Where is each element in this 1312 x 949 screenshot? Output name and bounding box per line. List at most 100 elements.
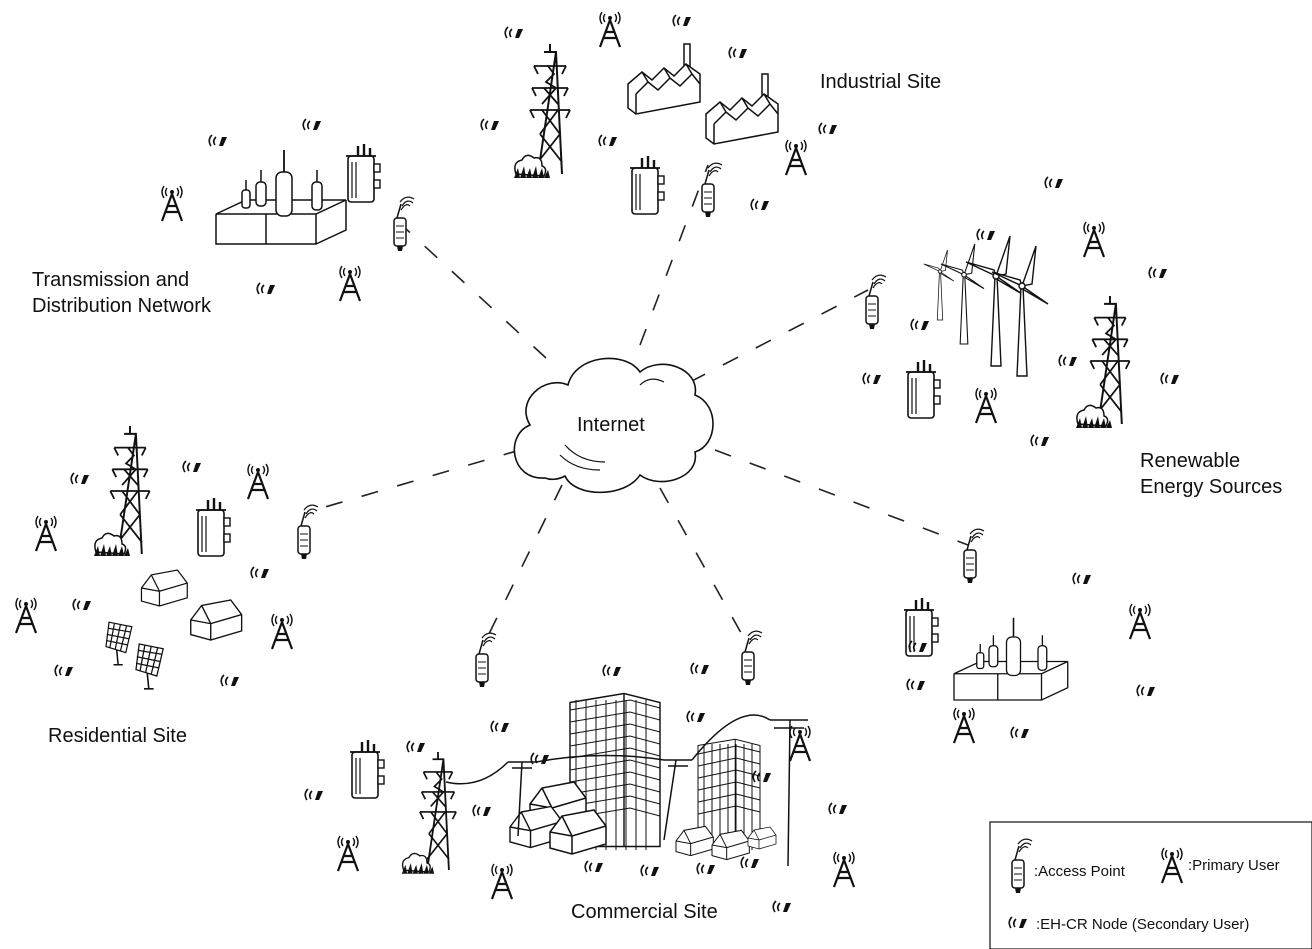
eh-cr-node-icon	[54, 664, 74, 677]
eh-cr-node-icon	[640, 864, 660, 877]
transmission-tower-icon	[529, 43, 571, 175]
eh-cr-node-icon	[598, 134, 618, 147]
eh-cr-node-icon	[490, 720, 510, 733]
house-icon	[140, 569, 188, 607]
eh-cr-node-icon	[1160, 372, 1180, 385]
primary-user-icon	[832, 850, 856, 889]
link-commercial-right	[659, 487, 746, 641]
eh-cr-node-icon	[818, 122, 838, 135]
access-point-icon	[741, 630, 763, 686]
industrial-site-label: Industrial Site	[820, 71, 941, 93]
eh-cr-node-icon	[220, 674, 240, 687]
wind-turbine-icon	[923, 249, 955, 321]
transmission-tower-icon	[109, 425, 151, 555]
factory-icon	[627, 43, 701, 115]
primary-user-icon	[788, 724, 812, 763]
access-point-icon	[963, 528, 985, 584]
renewable-label-line2: Energy Sources	[1140, 476, 1282, 498]
transformer-icon	[194, 496, 232, 558]
eh-cr-node-icon	[504, 26, 524, 39]
internet-label: Internet	[577, 414, 645, 436]
residential-site	[14, 425, 319, 690]
connection-lines	[307, 164, 969, 641]
transformer-icon	[904, 358, 942, 420]
bush-icon	[93, 532, 131, 557]
eh-cr-node-icon	[686, 710, 706, 723]
eh-cr-node-icon	[208, 134, 228, 147]
eh-cr-node-icon	[1030, 434, 1050, 447]
eh-cr-node-icon	[696, 862, 716, 875]
transformer-icon	[344, 142, 382, 204]
eh-cr-node-icon	[256, 282, 276, 295]
eh-cr-node-icon	[250, 566, 270, 579]
eh-cr-node-icon	[70, 472, 90, 485]
legend: :Access Point :Primary User :EH-CR Node …	[989, 821, 1312, 949]
primary-user-icon	[490, 862, 514, 901]
commercial-site	[304, 630, 856, 913]
primary-user-icon	[974, 386, 998, 425]
access-point-icon	[475, 632, 497, 688]
eh-cr-node-icon	[1044, 176, 1064, 189]
access-point-icon	[393, 196, 415, 252]
link-industrial	[639, 164, 709, 346]
eh-cr-node-icon	[1148, 266, 1168, 279]
office-windows	[697, 744, 761, 850]
primary-user-icon	[1128, 602, 1152, 641]
link-substation	[714, 449, 969, 546]
eh-cr-node-icon	[1058, 354, 1078, 367]
residential-site-label: Residential Site	[48, 725, 187, 747]
eh-cr-node-icon	[72, 598, 92, 611]
eh-cr-node-icon	[182, 460, 202, 473]
transformer-icon	[628, 154, 666, 216]
transmission-tower-icon	[1089, 295, 1131, 425]
eh-cr-node-icon	[406, 740, 426, 753]
utility-pole-icon	[445, 714, 808, 867]
wind-turbine-icon	[965, 235, 1023, 367]
renewable-label-line1: Renewable	[1140, 450, 1240, 472]
eh-cr-node-icon	[906, 678, 926, 691]
wind-turbine-icon	[940, 243, 985, 345]
legend-primary-user: :Primary User	[1188, 857, 1280, 874]
access-point-icon	[297, 504, 319, 560]
eh-cr-node-icon	[304, 788, 324, 801]
primary-user-icon	[270, 612, 294, 651]
renewable-site	[862, 176, 1180, 447]
eh-cr-node-icon	[602, 664, 622, 677]
link-transmission	[404, 227, 547, 359]
primary-user-icon	[160, 184, 184, 223]
eh-cr-node-icon	[480, 118, 500, 131]
solar-panel-icon	[105, 621, 133, 666]
legend-box	[989, 821, 1312, 949]
house-icon	[190, 599, 243, 641]
legend-eh-cr-node: :EH-CR Node (Secondary User)	[1036, 916, 1249, 933]
eh-cr-node-icon	[1136, 684, 1156, 697]
substation-site	[902, 528, 1156, 745]
eh-cr-node-icon	[472, 804, 492, 817]
access-point-icon	[865, 274, 887, 330]
transmission-site	[160, 118, 415, 303]
eh-cr-node-icon	[862, 372, 882, 385]
eh-cr-node-icon	[690, 662, 710, 675]
eh-cr-node-icon	[750, 198, 770, 211]
link-commercial-left	[485, 484, 563, 641]
transmission-label-line2: Distribution Network	[32, 295, 212, 317]
house-icon	[675, 825, 714, 857]
commercial-site-label: Commercial Site	[571, 901, 718, 923]
primary-user-icon	[14, 596, 38, 635]
primary-user-icon	[598, 10, 622, 49]
transformer-icon	[348, 738, 386, 800]
transmission-tower-icon	[418, 751, 458, 871]
bush-icon	[1075, 404, 1113, 429]
primary-user-icon	[336, 834, 360, 873]
eh-cr-node-icon	[728, 46, 748, 59]
legend-access-point: :Access Point	[1034, 863, 1126, 880]
industrial-site	[480, 10, 838, 218]
link-renewable	[689, 289, 869, 383]
eh-cr-node-icon	[976, 228, 996, 241]
office-windows	[569, 699, 661, 850]
primary-user-icon	[338, 264, 362, 303]
substation-icon	[215, 149, 347, 245]
solar-panel-icon	[135, 643, 164, 690]
eh-cr-node-icon	[1010, 726, 1030, 739]
eh-cr-node-icon	[828, 802, 848, 815]
